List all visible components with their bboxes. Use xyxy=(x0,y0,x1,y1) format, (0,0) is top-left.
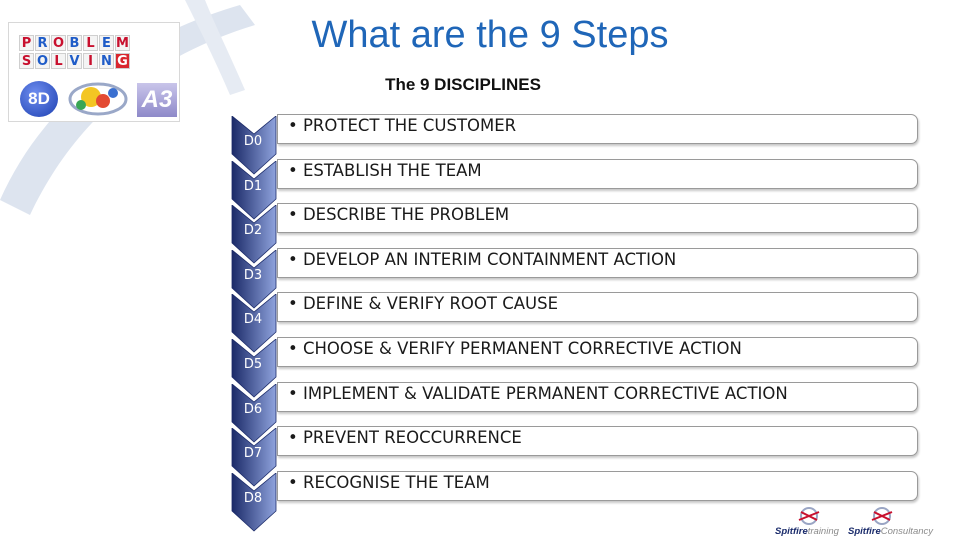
step-code: D3 xyxy=(243,267,263,283)
subtitle: The 9 DISCIPLINES xyxy=(385,75,541,94)
step-bar-d5: • CHOOSE & VERIFY PERMANENT CORRECTIVE A… xyxy=(277,337,918,367)
logo-letter-tile: G xyxy=(115,53,130,69)
spitfire-mark-icon xyxy=(798,507,820,525)
logo-letter-tile: N xyxy=(99,53,114,69)
pdca-cycle-icon xyxy=(68,82,128,116)
logo-letter-tile: O xyxy=(35,53,50,69)
logo-letter-tile: O xyxy=(51,35,66,51)
step-bar-d3: • DEVELOP AN INTERIM CONTAINMENT ACTION xyxy=(277,247,918,278)
step-code: D2 xyxy=(243,223,263,239)
logo-letter-tile: B xyxy=(67,35,82,51)
step-code: D7 xyxy=(243,446,263,462)
step-code: D8 xyxy=(243,490,263,506)
logo-letter-tile: S xyxy=(19,53,34,69)
step-bar-d1: • ESTABLISH THE TEAM xyxy=(277,158,918,189)
step-code: D1 xyxy=(243,178,263,194)
step-text: • DEFINE & VERIFY ROOT CAUSE xyxy=(288,294,558,314)
step-chevron-d3: D3 xyxy=(231,249,277,310)
page-title: What are the 9 Steps xyxy=(311,14,669,56)
step-text: • CHOOSE & VERIFY PERMANENT CORRECTIVE A… xyxy=(288,339,742,358)
step-bar-d4: • DEFINE & VERIFY ROOT CAUSE xyxy=(277,292,918,323)
logo-letter-tile: M xyxy=(115,35,130,51)
step-chevron-d4: D4 xyxy=(231,294,277,354)
step-bar-d0: • PROTECT THE CUSTOMER xyxy=(277,114,918,144)
step-chevron-d5: D5 xyxy=(231,339,277,399)
step-text: • IMPLEMENT & VALIDATE PERMANENT CORRECT… xyxy=(288,383,788,403)
background-swoosh xyxy=(0,0,255,215)
spitfire-consultancy-logo: SpitfireConsultancy xyxy=(848,506,943,538)
step-text: • DEVELOP AN INTERIM CONTAINMENT ACTION xyxy=(288,249,677,269)
step-bar-d2: • DESCRIBE THE PROBLEM xyxy=(277,203,918,234)
spitfire-mark-icon xyxy=(871,507,893,525)
step-text: • ESTABLISH THE TEAM xyxy=(288,160,482,180)
step-text: • PREVENT REOCCURRENCE xyxy=(288,428,522,448)
step-chevron-d2: D2 xyxy=(231,205,277,265)
step-code: D6 xyxy=(243,401,263,417)
step-chevron-d7: D7 xyxy=(231,428,277,488)
badge-8d: 8D xyxy=(20,81,58,117)
step-text: • RECOGNISE THE TEAM xyxy=(288,472,490,492)
step-bar-d6: • IMPLEMENT & VALIDATE PERMANENT CORRECT… xyxy=(277,381,918,412)
logo-letter-tile: I xyxy=(83,53,98,69)
spitfire-training-logo: Spitfiretraining xyxy=(775,506,845,538)
step-text: • PROTECT THE CUSTOMER xyxy=(288,116,517,135)
step-code: D5 xyxy=(243,357,263,372)
step-code: D4 xyxy=(243,312,263,328)
step-code: D0 xyxy=(243,134,263,149)
logo-letter-tile: V xyxy=(67,53,82,69)
step-text: • DESCRIBE THE PROBLEM xyxy=(288,205,510,225)
logo-letter-tile: L xyxy=(83,35,98,51)
step-chevron-d6: D6 xyxy=(231,383,277,444)
step-chevron-d8: D8 xyxy=(231,472,277,533)
step-chevron-d0: D0 xyxy=(231,116,277,176)
badge-a3: A3 xyxy=(137,83,177,117)
step-chevron-d1: D1 xyxy=(231,160,277,221)
logo-letter-tile: R xyxy=(35,35,50,51)
logo-letter-tile: L xyxy=(51,53,66,69)
logo-letter-tile: E xyxy=(99,35,114,51)
logo-letter-tile: P xyxy=(19,35,34,51)
step-bar-d7: • PREVENT REOCCURRENCE xyxy=(277,426,918,457)
step-bar-d8: • RECOGNISE THE TEAM xyxy=(277,470,918,501)
